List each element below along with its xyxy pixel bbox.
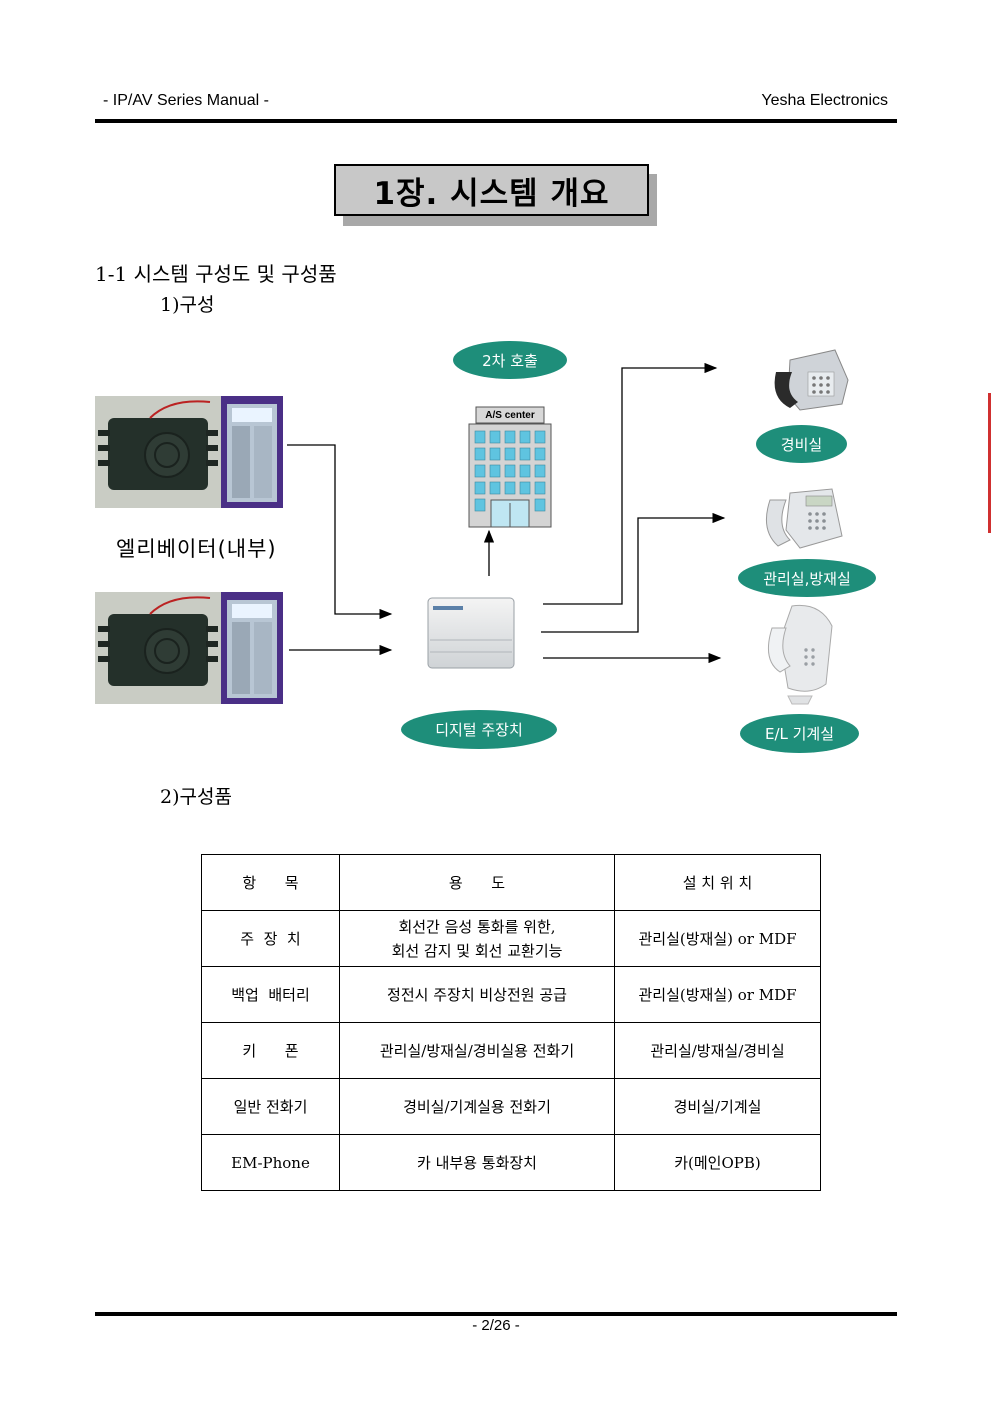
- bubble-digital-main-unit: 디지털 주장치: [401, 710, 557, 749]
- elevator-device-photo-1: [95, 396, 221, 508]
- system-diagram: [95, 349, 849, 705]
- bubble-second-call: 2차 호출: [453, 341, 567, 379]
- cell-location: 관리실(방재실) or MDF: [614, 966, 821, 1023]
- cell-location: 관리실(방재실) or MDF: [614, 910, 821, 967]
- page-number: - 2/26 -: [472, 1317, 520, 1334]
- elevator-cab-photo-1: [221, 396, 283, 508]
- keyphone-guard-room-icon: [774, 349, 849, 411]
- cell-item: 키 폰: [201, 1022, 340, 1079]
- wall-phone-machine-room-icon: [767, 604, 833, 705]
- header-left: - IP/AV Series Manual -: [103, 92, 269, 109]
- table-row: EM-Phone 카 내부용 통화장치 카(메인OPB): [201, 1134, 821, 1191]
- cell-usage: 정전시 주장치 비상전원 공급: [339, 966, 615, 1023]
- connector-lines: [287, 362, 726, 664]
- cell-usage: 경비실/기계실용 전화기: [339, 1078, 615, 1135]
- bubble-machine-room: E/L 기계실: [740, 714, 859, 753]
- table-row: 일반 전화기 경비실/기계실용 전화기 경비실/기계실: [201, 1078, 821, 1135]
- cell-usage-line-2: 회선 감지 및 회선 교환기능: [391, 941, 563, 960]
- table-row: 키 폰 관리실/방재실/경비실용 전화기 관리실/방재실/경비실: [201, 1022, 821, 1079]
- table-row: 백업 배터리 정전시 주장치 비상전원 공급 관리실(방재실) or MDF: [201, 966, 821, 1023]
- table-header-row: 항 목 용 도 설 치 위 치: [201, 854, 821, 911]
- as-center-label: A/S center: [485, 409, 535, 421]
- cell-item: 백업 배터리: [201, 966, 340, 1023]
- header-location: 설 치 위 치: [614, 854, 821, 911]
- edge-marker: [988, 393, 991, 533]
- keyphone-control-room-icon: [765, 488, 843, 549]
- cell-item: 주 장 치: [201, 910, 340, 967]
- chapter-title: 1장. 시스템 개요: [334, 164, 649, 216]
- as-center-building-icon: [468, 406, 552, 528]
- components-table: 항 목 용 도 설 치 위 치 주 장 치 회선간 음성 통화를 위한, 회선 …: [201, 854, 821, 1191]
- digital-main-unit-device: [427, 597, 515, 669]
- table-row: 주 장 치 회선간 음성 통화를 위한, 회선 감지 및 회선 교환기능 관리실…: [201, 910, 821, 967]
- subsection-components: 2)구성품: [160, 786, 232, 808]
- cell-usage: 관리실/방재실/경비실용 전화기: [339, 1022, 615, 1079]
- cell-location: 경비실/기계실: [614, 1078, 821, 1135]
- bubble-guard-room: 경비실: [756, 425, 847, 463]
- cell-location: 관리실/방재실/경비실: [614, 1022, 821, 1079]
- cell-usage: 카 내부용 통화장치: [339, 1134, 615, 1191]
- elevator-cab-photo-2: [221, 592, 283, 704]
- elevator-label: 엘리베이터(내부): [116, 537, 277, 561]
- cell-item: 일반 전화기: [201, 1078, 340, 1135]
- cell-item: EM-Phone: [201, 1134, 340, 1191]
- section-heading: 1-1 시스템 구성도 및 구성품: [95, 262, 337, 286]
- header-rule: [95, 119, 897, 123]
- cell-usage-line-1: 회선간 음성 통화를 위한,: [398, 917, 556, 936]
- elevator-device-photo-2: [95, 592, 221, 704]
- header-item: 항 목: [201, 854, 340, 911]
- header-right: Yesha Electronics: [761, 92, 888, 109]
- cell-location: 카(메인OPB): [614, 1134, 821, 1191]
- bubble-control-room: 관리실,방재실: [738, 559, 876, 597]
- cell-usage: 회선간 음성 통화를 위한, 회선 감지 및 회선 교환기능: [339, 910, 615, 967]
- subsection-composition: 1)구성: [160, 294, 215, 316]
- footer-rule: [95, 1312, 897, 1316]
- header-usage: 용 도: [339, 854, 615, 911]
